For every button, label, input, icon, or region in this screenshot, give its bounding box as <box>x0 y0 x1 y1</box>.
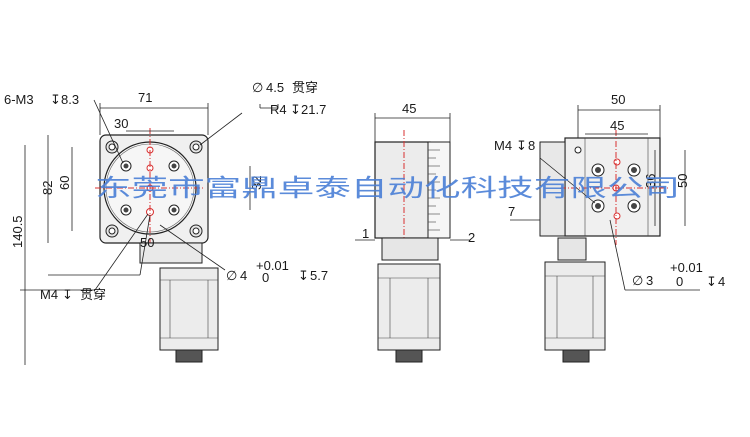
right-m4-depth-symbol: ↧ <box>516 138 527 153</box>
adapter-block <box>139 242 203 264</box>
holes-depth: 8.3 <box>61 92 79 107</box>
holes-label: 6-M3 <box>4 92 34 107</box>
motor-knob <box>175 349 203 363</box>
side-motor-knob <box>395 349 423 363</box>
dim-50-front: 50 <box>140 235 154 250</box>
counterbore-depth-symbol: ↧ <box>290 102 301 117</box>
right-m4-depth: 8 <box>528 138 535 153</box>
m4-through: 贯穿 <box>80 287 106 302</box>
right-motor-knob <box>562 349 590 363</box>
m4-label-front: M4 <box>40 287 58 302</box>
side-motor-body <box>377 263 441 351</box>
pin-tol-upper: +0.01 <box>256 258 289 273</box>
right-m4-label: M4 <box>494 138 512 153</box>
pin-depth: 5.7 <box>310 268 328 283</box>
side-stage-body <box>374 141 431 239</box>
pin-dia: 4 <box>240 268 247 283</box>
right-pin-dia: 3 <box>646 273 653 288</box>
watermark: 东莞市富鼎卓泰自动化科技有限公司 <box>95 174 680 202</box>
right-dim-50-vert: 50 <box>675 174 690 188</box>
side-dim-2: 2 <box>468 230 475 245</box>
right-adapter <box>557 237 587 261</box>
through-hole-text: 贯穿 <box>292 80 318 95</box>
side-dim-45: 45 <box>402 101 416 116</box>
front-view: 6-M3 ↧ 8.3 71 30 82 60 140.5 32 50 ∅ 4.5… <box>4 80 328 365</box>
right-dim-7: 7 <box>508 204 515 219</box>
right-pin-dia-symbol: ∅ <box>632 273 643 288</box>
right-dim-45: 45 <box>610 118 624 133</box>
right-view: 50 45 M4 ↧ 8 36 50 7 ∅ 3 +0.01 0 ↧ 4 <box>494 92 725 363</box>
counterbore-depth: 21.7 <box>301 102 326 117</box>
through-hole-dia: 4.5 <box>266 80 284 95</box>
pin-hole-right <box>613 212 621 220</box>
counterbore: R4 <box>270 102 287 117</box>
m4-depth-symbol: ↧ <box>62 287 73 302</box>
right-pin-depth: 4 <box>718 274 725 289</box>
pin-depth-symbol: ↧ <box>298 268 309 283</box>
pin-tol-lower: 0 <box>262 270 269 285</box>
side-view: 45 1 2 <box>355 101 475 363</box>
through-hole-dia-symbol: ∅ <box>252 80 263 95</box>
right-motor-body <box>544 261 606 351</box>
right-dim-36: 36 <box>643 174 658 188</box>
dim-32: 32 <box>249 176 264 190</box>
right-pin-tol-upper: +0.01 <box>670 260 703 275</box>
dim-82: 82 <box>40 181 55 195</box>
dim-140-5: 140.5 <box>10 215 25 248</box>
right-pin-tol-lower: 0 <box>676 274 683 289</box>
pin-dia-symbol: ∅ <box>226 268 237 283</box>
dim-60: 60 <box>57 176 72 190</box>
motor-body <box>159 267 219 351</box>
side-dim-1: 1 <box>362 226 369 241</box>
pin-hole-right <box>613 158 621 166</box>
dim-30: 30 <box>114 116 128 131</box>
right-dim-50: 50 <box>611 92 625 107</box>
right-pin-depth-symbol: ↧ <box>706 274 717 289</box>
right-plate <box>564 137 661 237</box>
holes-depth-symbol: ↧ <box>50 92 61 107</box>
dim-71: 71 <box>138 90 152 105</box>
side-adapter <box>381 237 439 261</box>
